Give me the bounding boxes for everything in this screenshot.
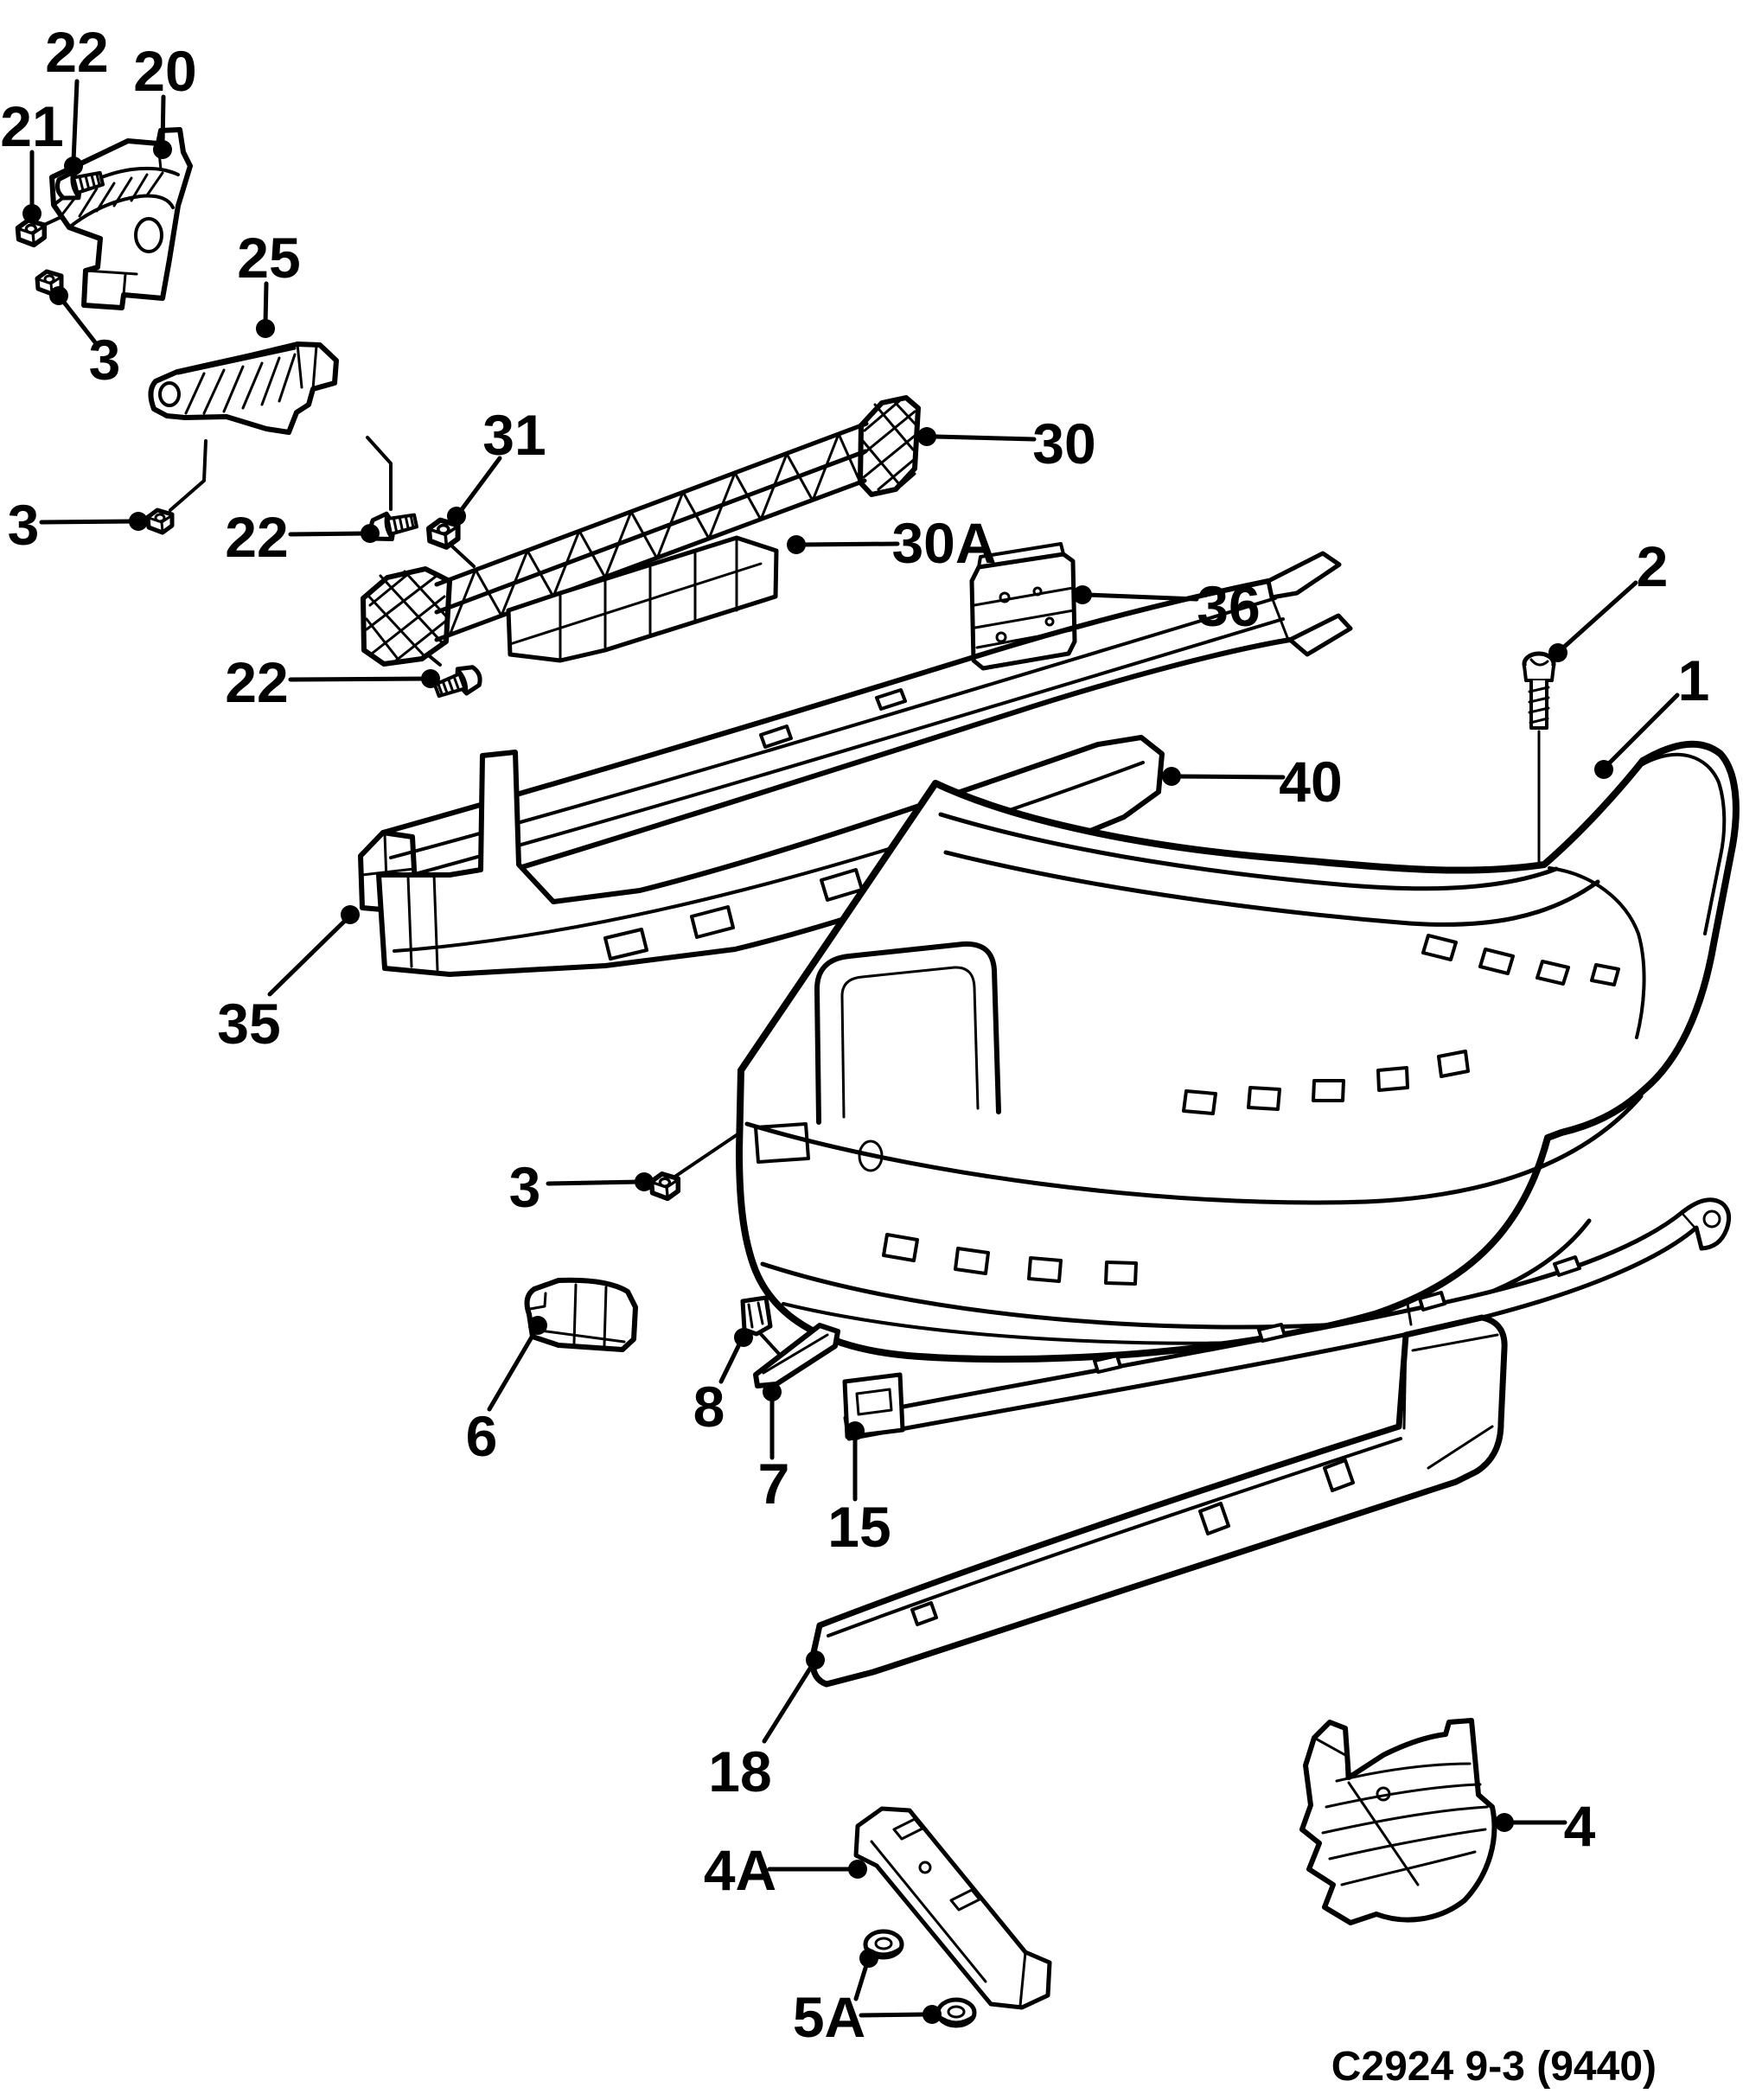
callout-21: 21 (0, 94, 64, 223)
callout-label-36: 36 (1197, 574, 1260, 638)
part-4-splash-guard (1299, 1718, 1497, 1925)
callout-label-3-b: 3 (8, 493, 40, 557)
callout-label-22-low: 22 (225, 650, 288, 714)
callout-label-31: 31 (482, 403, 546, 467)
callout-dot (341, 905, 360, 924)
callout-label-30A: 30A (891, 511, 996, 575)
part-1-bumper-cover (736, 740, 1740, 1363)
part-5a-nut-b (938, 2000, 974, 2026)
callout-label-4A: 4A (704, 1838, 776, 1902)
callout-dot (846, 1421, 865, 1440)
callout-dot (528, 1316, 547, 1335)
callout-dot (49, 286, 68, 305)
callout-label-8: 8 (693, 1375, 725, 1439)
callout-22-low: 22 (225, 650, 440, 714)
callout-label-18: 18 (708, 1739, 771, 1803)
part-8-clip (740, 1295, 773, 1337)
callout-36: 36 (1073, 574, 1261, 638)
callout-label-30: 30 (1032, 412, 1095, 476)
callout-dot (1594, 760, 1613, 779)
callout-label-4: 4 (1564, 1794, 1596, 1858)
part-30a-absorber-pad (506, 535, 779, 663)
callout-dot (763, 1382, 782, 1401)
callout-20: 20 (133, 39, 197, 159)
callout-3-b: 3 (8, 493, 148, 557)
callout-label-1: 1 (1678, 648, 1710, 712)
callout-1: 1 (1594, 648, 1709, 779)
callout-4A: 4A (704, 1838, 867, 1902)
callout-dot (859, 1949, 878, 1968)
callout-6: 6 (466, 1316, 547, 1468)
part-36-mounting-plate (969, 542, 1077, 671)
callout-label-6: 6 (466, 1404, 498, 1468)
callout-22-mid: 22 (225, 505, 380, 569)
part-6-trim-strip (524, 1277, 638, 1352)
callout-label-3-a: 3 (89, 328, 121, 392)
part-21-nut (18, 220, 45, 246)
callout-15: 15 (827, 1421, 891, 1559)
part-18-lower-spoiler (809, 1314, 1508, 1688)
part-25-bracket-rail (148, 341, 339, 435)
callout-dot (256, 319, 275, 338)
callout-30: 30 (917, 412, 1096, 476)
callout-label-40: 40 (1279, 750, 1342, 814)
callout-18: 18 (708, 1650, 825, 1803)
callout-dot (1162, 767, 1181, 786)
callout-label-7: 7 (758, 1452, 790, 1516)
callout-dot (635, 1172, 654, 1191)
callout-label-22-mid: 22 (225, 505, 288, 569)
callout-dot (129, 512, 148, 531)
callout-dot (153, 140, 172, 159)
callout-label-5A: 5A (793, 1985, 865, 2049)
part-30-impact-beam (361, 395, 921, 667)
callout-dot (1495, 1813, 1514, 1832)
callout-label-22-top: 22 (45, 20, 108, 84)
callout-dot (848, 1860, 867, 1879)
callout-dot (787, 535, 806, 554)
callout-label-3-c: 3 (509, 1155, 541, 1219)
callout-35: 35 (217, 905, 360, 1056)
callout-label-20: 20 (133, 39, 196, 103)
callout-3-a: 3 (49, 286, 120, 392)
callout-22-top: 22 (45, 20, 109, 176)
callout-25: 25 (237, 226, 301, 338)
callout-label-2: 2 (1637, 534, 1669, 598)
callout-dot (734, 1328, 753, 1347)
callout-2: 2 (1548, 534, 1668, 662)
callout-dot (361, 524, 380, 543)
callout-4: 4 (1495, 1794, 1596, 1858)
callout-30A: 30A (787, 511, 997, 575)
callout-dot (806, 1650, 825, 1669)
callout-label-15: 15 (827, 1495, 891, 1559)
callout-3-c: 3 (509, 1155, 654, 1219)
callout-8: 8 (693, 1328, 753, 1439)
callout-dot (421, 669, 440, 688)
callout-label-21: 21 (0, 94, 63, 158)
parts-layer (18, 127, 1740, 2026)
callout-dot (64, 156, 83, 176)
diagram-code: C2924 9-3 (9440) (1331, 2044, 1657, 2090)
callout-label-25: 25 (237, 226, 300, 290)
part-22-bolt-low (432, 663, 483, 703)
part-15-lower-molding (842, 1197, 1732, 1441)
callout-dot (22, 204, 42, 223)
callout-label-35: 35 (217, 992, 280, 1056)
callout-dot (1073, 585, 1092, 604)
part-7-trim-strip (753, 1323, 840, 1388)
part-4a-bracket-plate (853, 1806, 1052, 2010)
callout-5A: 5A (793, 1949, 942, 2049)
part-2-screw (1522, 651, 1556, 730)
callout-dot (923, 2005, 942, 2024)
callout-dot (447, 507, 466, 526)
callout-40: 40 (1162, 750, 1343, 814)
callout-dot (1548, 643, 1567, 662)
callout-dot (917, 427, 936, 446)
part-3-nut-b (148, 510, 172, 533)
callout-31: 31 (447, 403, 546, 526)
part-3-nut-c (652, 1174, 679, 1199)
callout-7: 7 (758, 1382, 790, 1516)
